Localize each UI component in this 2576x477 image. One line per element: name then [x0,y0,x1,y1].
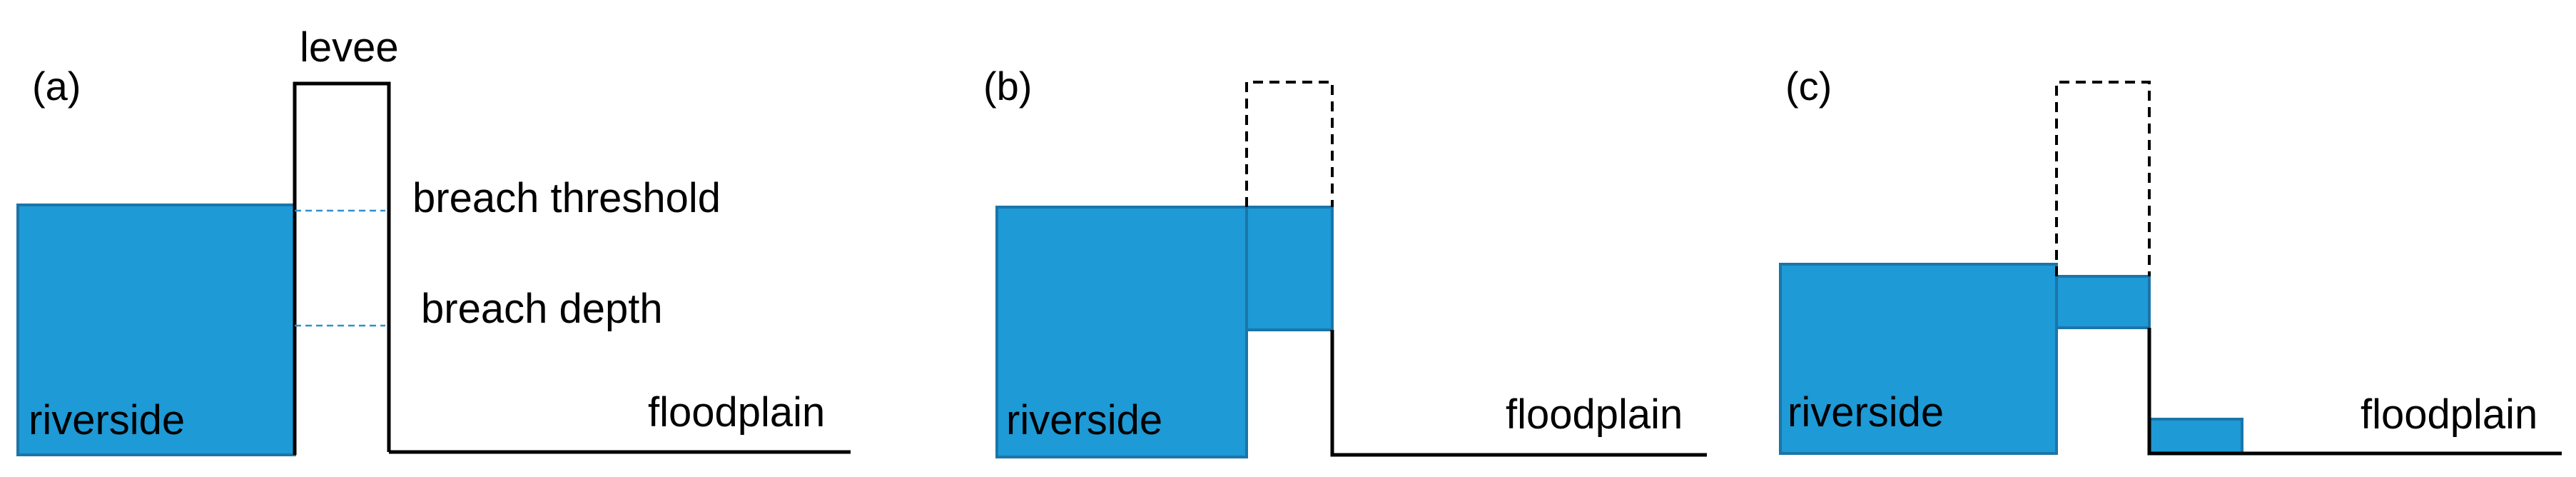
panel-a-levee-label: levee [300,24,399,71]
panel-a-floodplain-label: floodplain [648,389,825,436]
panel-a-riverside-label: riverside [29,397,185,443]
panel-b-riverside-label: riverside [1006,397,1162,443]
panel-b-floodplain-ground [1330,330,1707,457]
panel-c-riverside-water [1779,263,2058,455]
panel-a-breach-threshold-label: breach threshold [412,175,721,221]
panel-b-label: (b) [983,64,1032,109]
panel-b-riverside-water [995,206,1248,458]
panel-b-breach-water [1245,206,1334,331]
panel-a-label: (a) [32,64,81,109]
panel-a-levee [293,81,391,455]
panel-c-breach-water [2055,275,2151,329]
panel-b-eroded-levee-outline [1245,81,1334,207]
panel-a-riverside-water [16,204,296,456]
panel-c: (c) riverside floodplain [1779,64,2562,456]
panel-c-floodplain-ground [2147,328,2562,456]
panel-c-floodplain-label: floodplain [2361,391,2537,438]
panel-c-riverside-label: riverside [1788,389,1944,436]
panel-a: (a) levee breach threshold breach depth … [16,24,851,456]
panel-b: (b) riverside floodplain [983,64,1707,458]
panel-b-floodplain-label: floodplain [1506,391,1683,438]
panel-a-breach-depth-label: breach depth [421,286,663,332]
panel-c-label: (c) [1785,64,1832,109]
panel-c-floodplain-water [2148,418,2243,455]
panel-c-eroded-levee-outline [2055,81,2151,276]
